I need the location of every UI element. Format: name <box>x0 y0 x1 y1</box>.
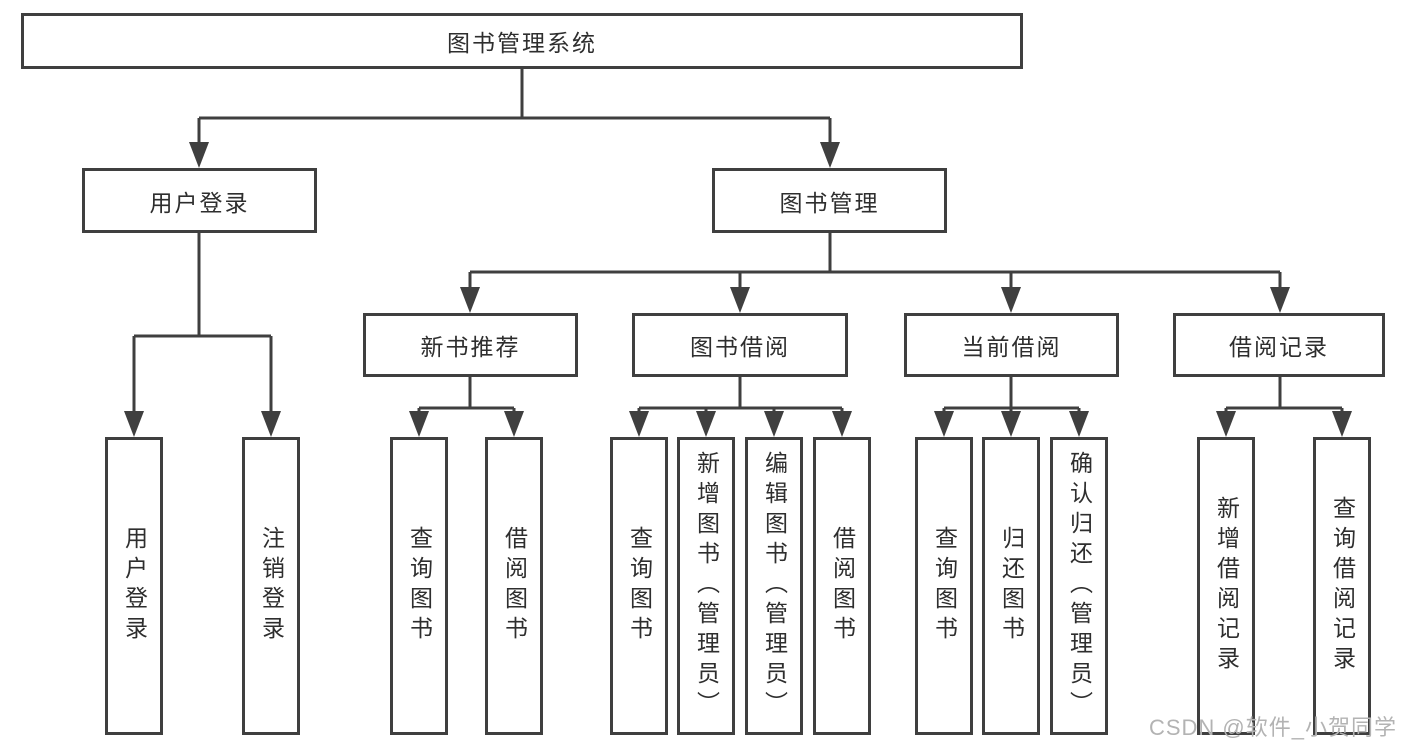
leaf-borrow-books-recommend: 借阅图书 <box>485 437 543 735</box>
leaf-query-books-recommend: 查询图书 <box>390 437 448 735</box>
leaf-user-login-label: 用户登录 <box>121 526 148 646</box>
node-book-borrowing: 图书借阅 <box>632 313 848 377</box>
leaf-edit-books-admin: 编辑图书（管理员） <box>745 437 803 735</box>
watermark: CSDN @软件_小贺同学 <box>1148 715 1397 740</box>
leaf-borrow-books-borrowing-label: 借阅图书 <box>829 526 856 646</box>
node-current-borrowing: 当前借阅 <box>904 313 1119 377</box>
node-borrowing-records-label: 借阅记录 <box>1229 334 1329 360</box>
node-new-book-recommendation: 新书推荐 <box>363 313 578 377</box>
node-current-borrowing-label: 当前借阅 <box>961 334 1062 360</box>
leaf-logout: 注销登录 <box>242 437 300 735</box>
leaf-query-books-borrowing-label: 查询图书 <box>626 526 653 646</box>
leaf-user-login: 用户登录 <box>105 437 163 735</box>
leaf-add-borrow-record-label: 新增借阅记录 <box>1213 496 1240 676</box>
node-user-login: 用户登录 <box>82 168 317 233</box>
leaf-logout-label: 注销登录 <box>258 526 285 646</box>
connector-path <box>132 69 1344 412</box>
node-book-borrowing-label: 图书借阅 <box>690 334 790 360</box>
leaf-edit-books-admin-label: 编辑图书（管理员） <box>761 451 788 721</box>
leaf-query-borrow-record: 查询借阅记录 <box>1313 437 1371 735</box>
leaf-query-books-current: 查询图书 <box>915 437 973 735</box>
arrowhead-icons <box>124 142 1352 437</box>
leaf-return-books: 归还图书 <box>982 437 1040 735</box>
node-new-book-recommendation-label: 新书推荐 <box>420 334 521 360</box>
node-library-management-system-label: 图书管理系统 <box>447 30 597 56</box>
leaf-query-books-borrowing: 查询图书 <box>610 437 668 735</box>
leaf-borrow-books-borrowing: 借阅图书 <box>813 437 871 735</box>
node-borrowing-records: 借阅记录 <box>1173 313 1385 377</box>
leaf-return-books-label: 归还图书 <box>998 526 1025 646</box>
leaf-add-books-admin-label: 新增图书（管理员） <box>693 451 720 721</box>
leaf-borrow-books-recommend-label: 借阅图书 <box>501 526 528 646</box>
leaf-add-borrow-record: 新增借阅记录 <box>1197 437 1255 735</box>
leaf-confirm-return-admin-label: 确认归还（管理员） <box>1066 451 1093 721</box>
leaf-add-books-admin: 新增图书（管理员） <box>677 437 735 735</box>
leaf-query-books-recommend-label: 查询图书 <box>406 526 433 646</box>
node-user-login-label: 用户登录 <box>149 189 250 216</box>
leaf-query-borrow-record-label: 查询借阅记录 <box>1329 496 1356 676</box>
leaf-query-books-current-label: 查询图书 <box>931 526 958 646</box>
leaf-confirm-return-admin: 确认归还（管理员） <box>1050 437 1108 735</box>
node-book-management-label: 图书管理 <box>779 189 880 216</box>
node-book-management: 图书管理 <box>712 168 947 233</box>
node-library-management-system: 图书管理系统 <box>21 13 1023 69</box>
